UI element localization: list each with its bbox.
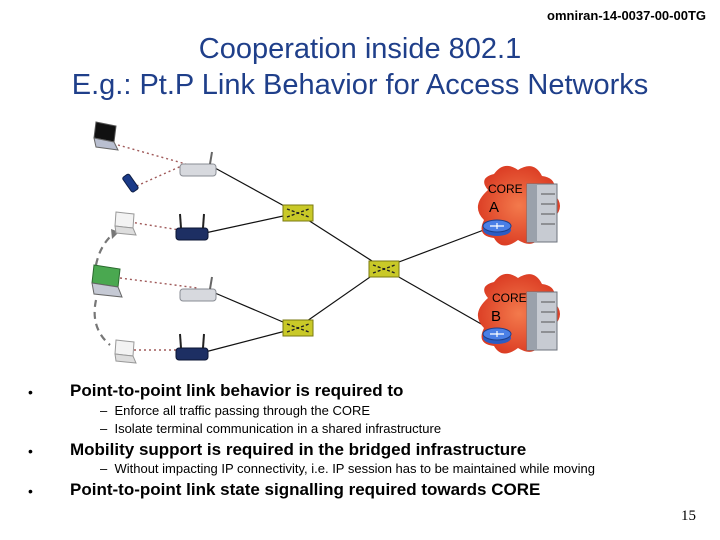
router-icon — [482, 327, 512, 344]
sub-dash: – — [100, 403, 108, 418]
sub-text: Isolate terminal communication in a shar… — [114, 421, 442, 436]
access-point-icon — [175, 213, 209, 241]
bullet-3-text: Point-to-point link state signalling req… — [70, 480, 541, 499]
page-number: 15 — [681, 508, 696, 524]
network-diagram — [91, 121, 560, 364]
bullet-2-sub-1: – Without impacting IP connectivity, i.e… — [100, 461, 595, 476]
sub-text: Enforce all traffic passing through the … — [114, 403, 371, 418]
mobility-arrows — [93, 232, 115, 346]
phone-icon — [122, 173, 139, 193]
bullet-1-sub-1: – Enforce all traffic passing through th… — [100, 403, 370, 418]
bullet-marker: • — [28, 443, 33, 459]
bullet-1-text: Point-to-point link behavior is required… — [70, 381, 404, 400]
slide-title-line-1: Cooperation inside 802.1 — [198, 33, 522, 65]
wired-links — [204, 167, 498, 353]
server-icon — [526, 291, 558, 351]
bullet-2-text: Mobility support is required in the brid… — [70, 440, 527, 459]
sub-dash: – — [100, 421, 108, 436]
access-point-icon — [175, 333, 209, 361]
bridge-icon — [282, 204, 314, 222]
core-a-label: CORE — [488, 182, 523, 196]
bridge-icon — [282, 319, 314, 337]
laptop-icon — [114, 339, 137, 364]
bridge-icon — [368, 260, 400, 278]
core-a-letter: A — [489, 199, 500, 216]
laptop-icon — [91, 264, 123, 298]
access-point-icon — [179, 151, 217, 177]
laptop-icon — [93, 121, 119, 151]
sub-dash: – — [100, 461, 108, 476]
server-icon — [526, 183, 558, 243]
slide-title-line-2: E.g.: Pt.P Link Behavior for Access Netw… — [71, 69, 649, 101]
bullet-1-sub-2: – Isolate terminal communication in a sh… — [100, 421, 441, 436]
access-point-icon — [179, 276, 217, 302]
laptop-icon — [114, 211, 137, 236]
core-b-label: CORE — [492, 291, 527, 305]
core-b-letter: B — [491, 308, 502, 325]
router-icon — [482, 219, 512, 236]
document-id: omniran-14-0037-00-00TG — [547, 8, 706, 23]
bullet-marker: • — [28, 384, 33, 400]
sub-text: Without impacting IP connectivity, i.e. … — [114, 461, 595, 476]
bullet-marker: • — [28, 483, 33, 499]
